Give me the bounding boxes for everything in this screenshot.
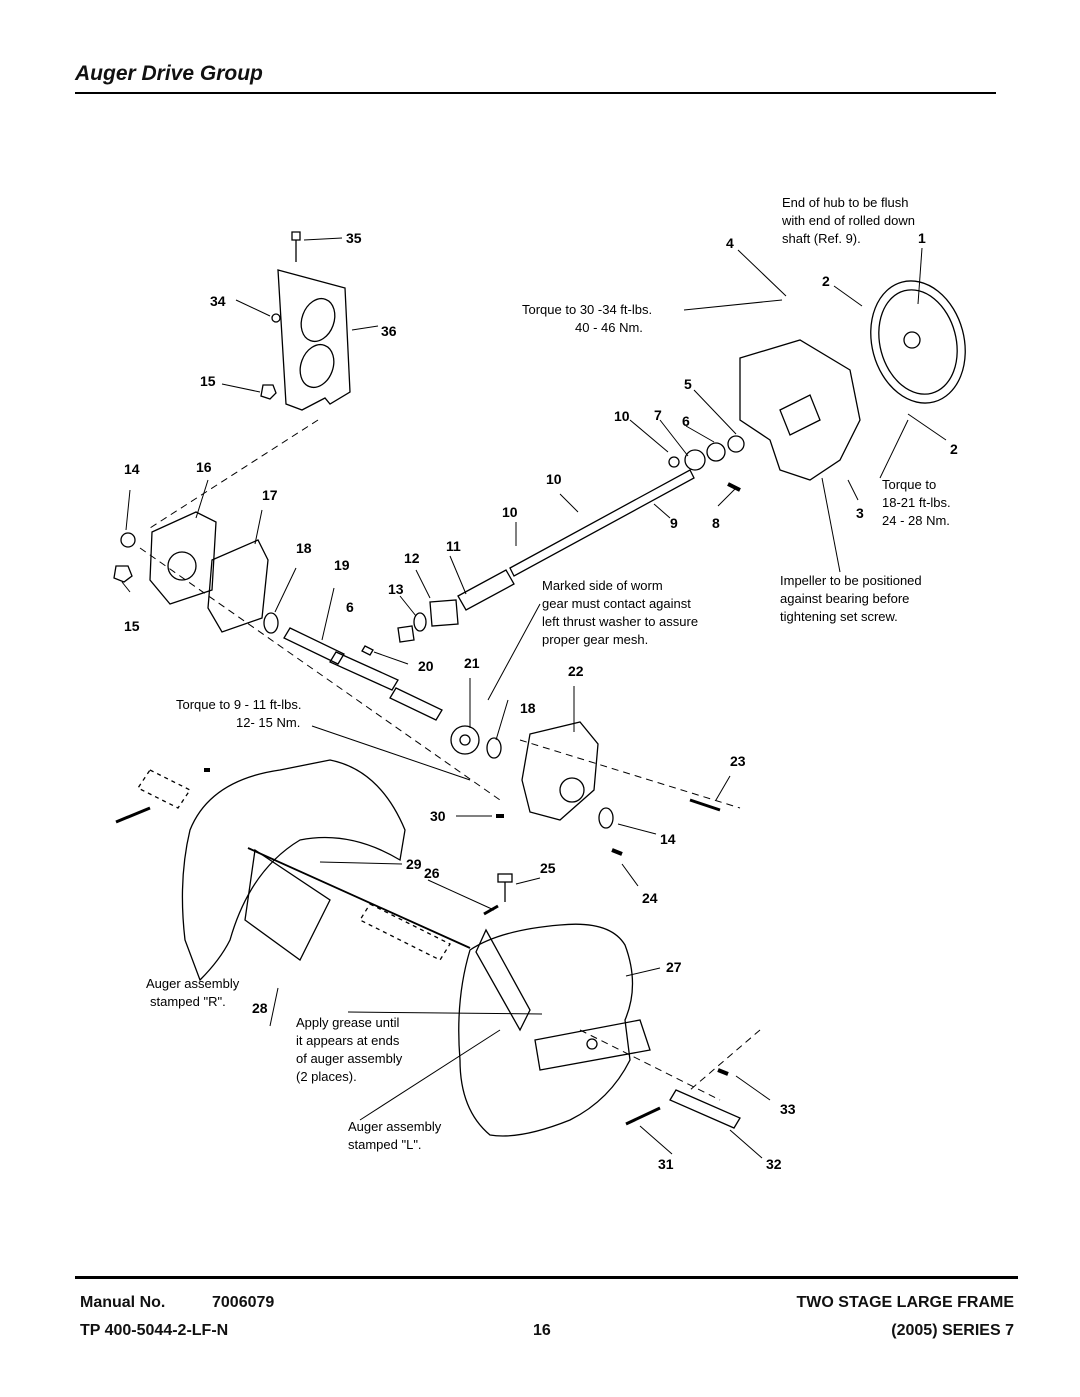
note-torque-18: 18-21 ft-lbs. <box>882 495 951 510</box>
callout: 15 <box>200 373 216 389</box>
callout: 21 <box>464 655 480 671</box>
gear-case-right <box>521 721 599 821</box>
callout: 9 <box>670 515 678 531</box>
callout: 18 <box>520 700 536 716</box>
callout: 6 <box>346 599 354 615</box>
callout: 1 <box>918 230 926 246</box>
callout: 8 <box>712 515 720 531</box>
note-auger-r: stamped "R". <box>150 994 226 1009</box>
note-grease: (2 places). <box>296 1069 357 1084</box>
callout-numbers: 35 34 36 15 14 16 17 15 18 19 12 11 13 6… <box>124 230 958 1172</box>
callout: 29 <box>406 856 422 872</box>
note-torque-9: Torque to 9 - 11 ft-lbs. <box>176 697 302 712</box>
parts-diagram: 35 34 36 15 14 16 17 15 18 19 12 11 13 6… <box>113 195 966 1172</box>
callout: 4 <box>726 235 734 251</box>
callout: 24 <box>642 890 658 906</box>
gear-21 <box>450 725 480 755</box>
impeller-part <box>739 339 861 481</box>
bracket-part <box>277 269 351 411</box>
callout: 14 <box>660 831 676 847</box>
note-worm: left thrust washer to assure <box>542 614 698 629</box>
note-hub: shaft (Ref. 9). <box>782 231 861 246</box>
note-torque-30: Torque to 30 -34 ft-lbs. <box>522 302 652 317</box>
note-torque-18: Torque to <box>882 477 936 492</box>
header-rule <box>75 92 996 94</box>
callout: 22 <box>568 663 584 679</box>
callout: 34 <box>210 293 226 309</box>
tp-number: TP 400-5044-2-LF-N <box>80 1322 229 1339</box>
pulley-part <box>870 280 966 404</box>
auger-left <box>458 923 634 1137</box>
callout: 25 <box>540 860 556 876</box>
note-torque-18: 24 - 28 Nm. <box>882 513 950 528</box>
note-grease: it appears at ends <box>296 1033 400 1048</box>
callout: 30 <box>430 808 446 824</box>
callout: 15 <box>124 618 140 634</box>
callout: 27 <box>666 959 682 975</box>
note-hub: with end of rolled down <box>781 213 915 228</box>
callout: 31 <box>658 1156 674 1172</box>
page-number: 16 <box>533 1322 551 1339</box>
callout: 33 <box>780 1101 796 1117</box>
callout: 35 <box>346 230 362 246</box>
callout: 10 <box>614 408 630 424</box>
callout: 20 <box>418 658 434 674</box>
callout: 5 <box>684 376 692 392</box>
auger-right <box>181 759 406 982</box>
note-worm: Marked side of worm <box>542 578 663 593</box>
page-title: Auger Drive Group <box>75 62 263 85</box>
note-auger-r: Auger assembly <box>146 976 240 991</box>
note-worm: gear must contact against <box>542 596 691 611</box>
gasket-part <box>207 539 269 633</box>
callout: 12 <box>404 550 420 566</box>
note-impeller: Impeller to be positioned <box>780 573 922 588</box>
callout: 2 <box>822 273 830 289</box>
callout: 7 <box>654 407 662 423</box>
callout: 26 <box>424 865 440 881</box>
callout: 36 <box>381 323 397 339</box>
callout: 32 <box>766 1156 782 1172</box>
note-auger-l: stamped "L". <box>348 1137 422 1152</box>
series-label: (2005) SERIES 7 <box>891 1322 1014 1339</box>
note-worm: proper gear mesh. <box>542 632 648 647</box>
annotation-notes: End of hub to be flush with end of rolle… <box>146 195 951 1152</box>
callout: 2 <box>950 441 958 457</box>
note-auger-l: Auger assembly <box>348 1119 442 1134</box>
note-grease: of auger assembly <box>296 1051 403 1066</box>
callout: 16 <box>196 459 212 475</box>
worm-gear <box>429 599 459 627</box>
shaft-part <box>283 627 345 665</box>
callout: 18 <box>296 540 312 556</box>
callout: 14 <box>124 461 140 477</box>
note-impeller: tightening set screw. <box>780 609 898 624</box>
callout: 17 <box>262 487 278 503</box>
note-torque-30: 40 - 46 Nm. <box>575 320 643 335</box>
frame-label: TWO STAGE LARGE FRAME <box>796 1294 1014 1311</box>
callout: 13 <box>388 581 404 597</box>
note-impeller: against bearing before <box>780 591 909 606</box>
callout: 6 <box>682 413 690 429</box>
gear-housing-left <box>149 511 217 605</box>
note-torque-9: 12- 15 Nm. <box>236 715 300 730</box>
note-hub: End of hub to be flush <box>782 195 908 210</box>
impeller-shaft <box>509 469 695 577</box>
callout: 28 <box>252 1000 268 1016</box>
callout: 19 <box>334 557 350 573</box>
callout: 23 <box>730 753 746 769</box>
callout: 10 <box>546 471 562 487</box>
callout: 10 <box>502 504 518 520</box>
note-grease: Apply grease until <box>296 1015 399 1030</box>
callout: 3 <box>856 505 864 521</box>
footer-rule <box>75 1276 1018 1279</box>
manual-number: 7006079 <box>212 1294 275 1311</box>
manual-label: Manual No. <box>80 1294 166 1311</box>
callout: 11 <box>446 538 461 554</box>
